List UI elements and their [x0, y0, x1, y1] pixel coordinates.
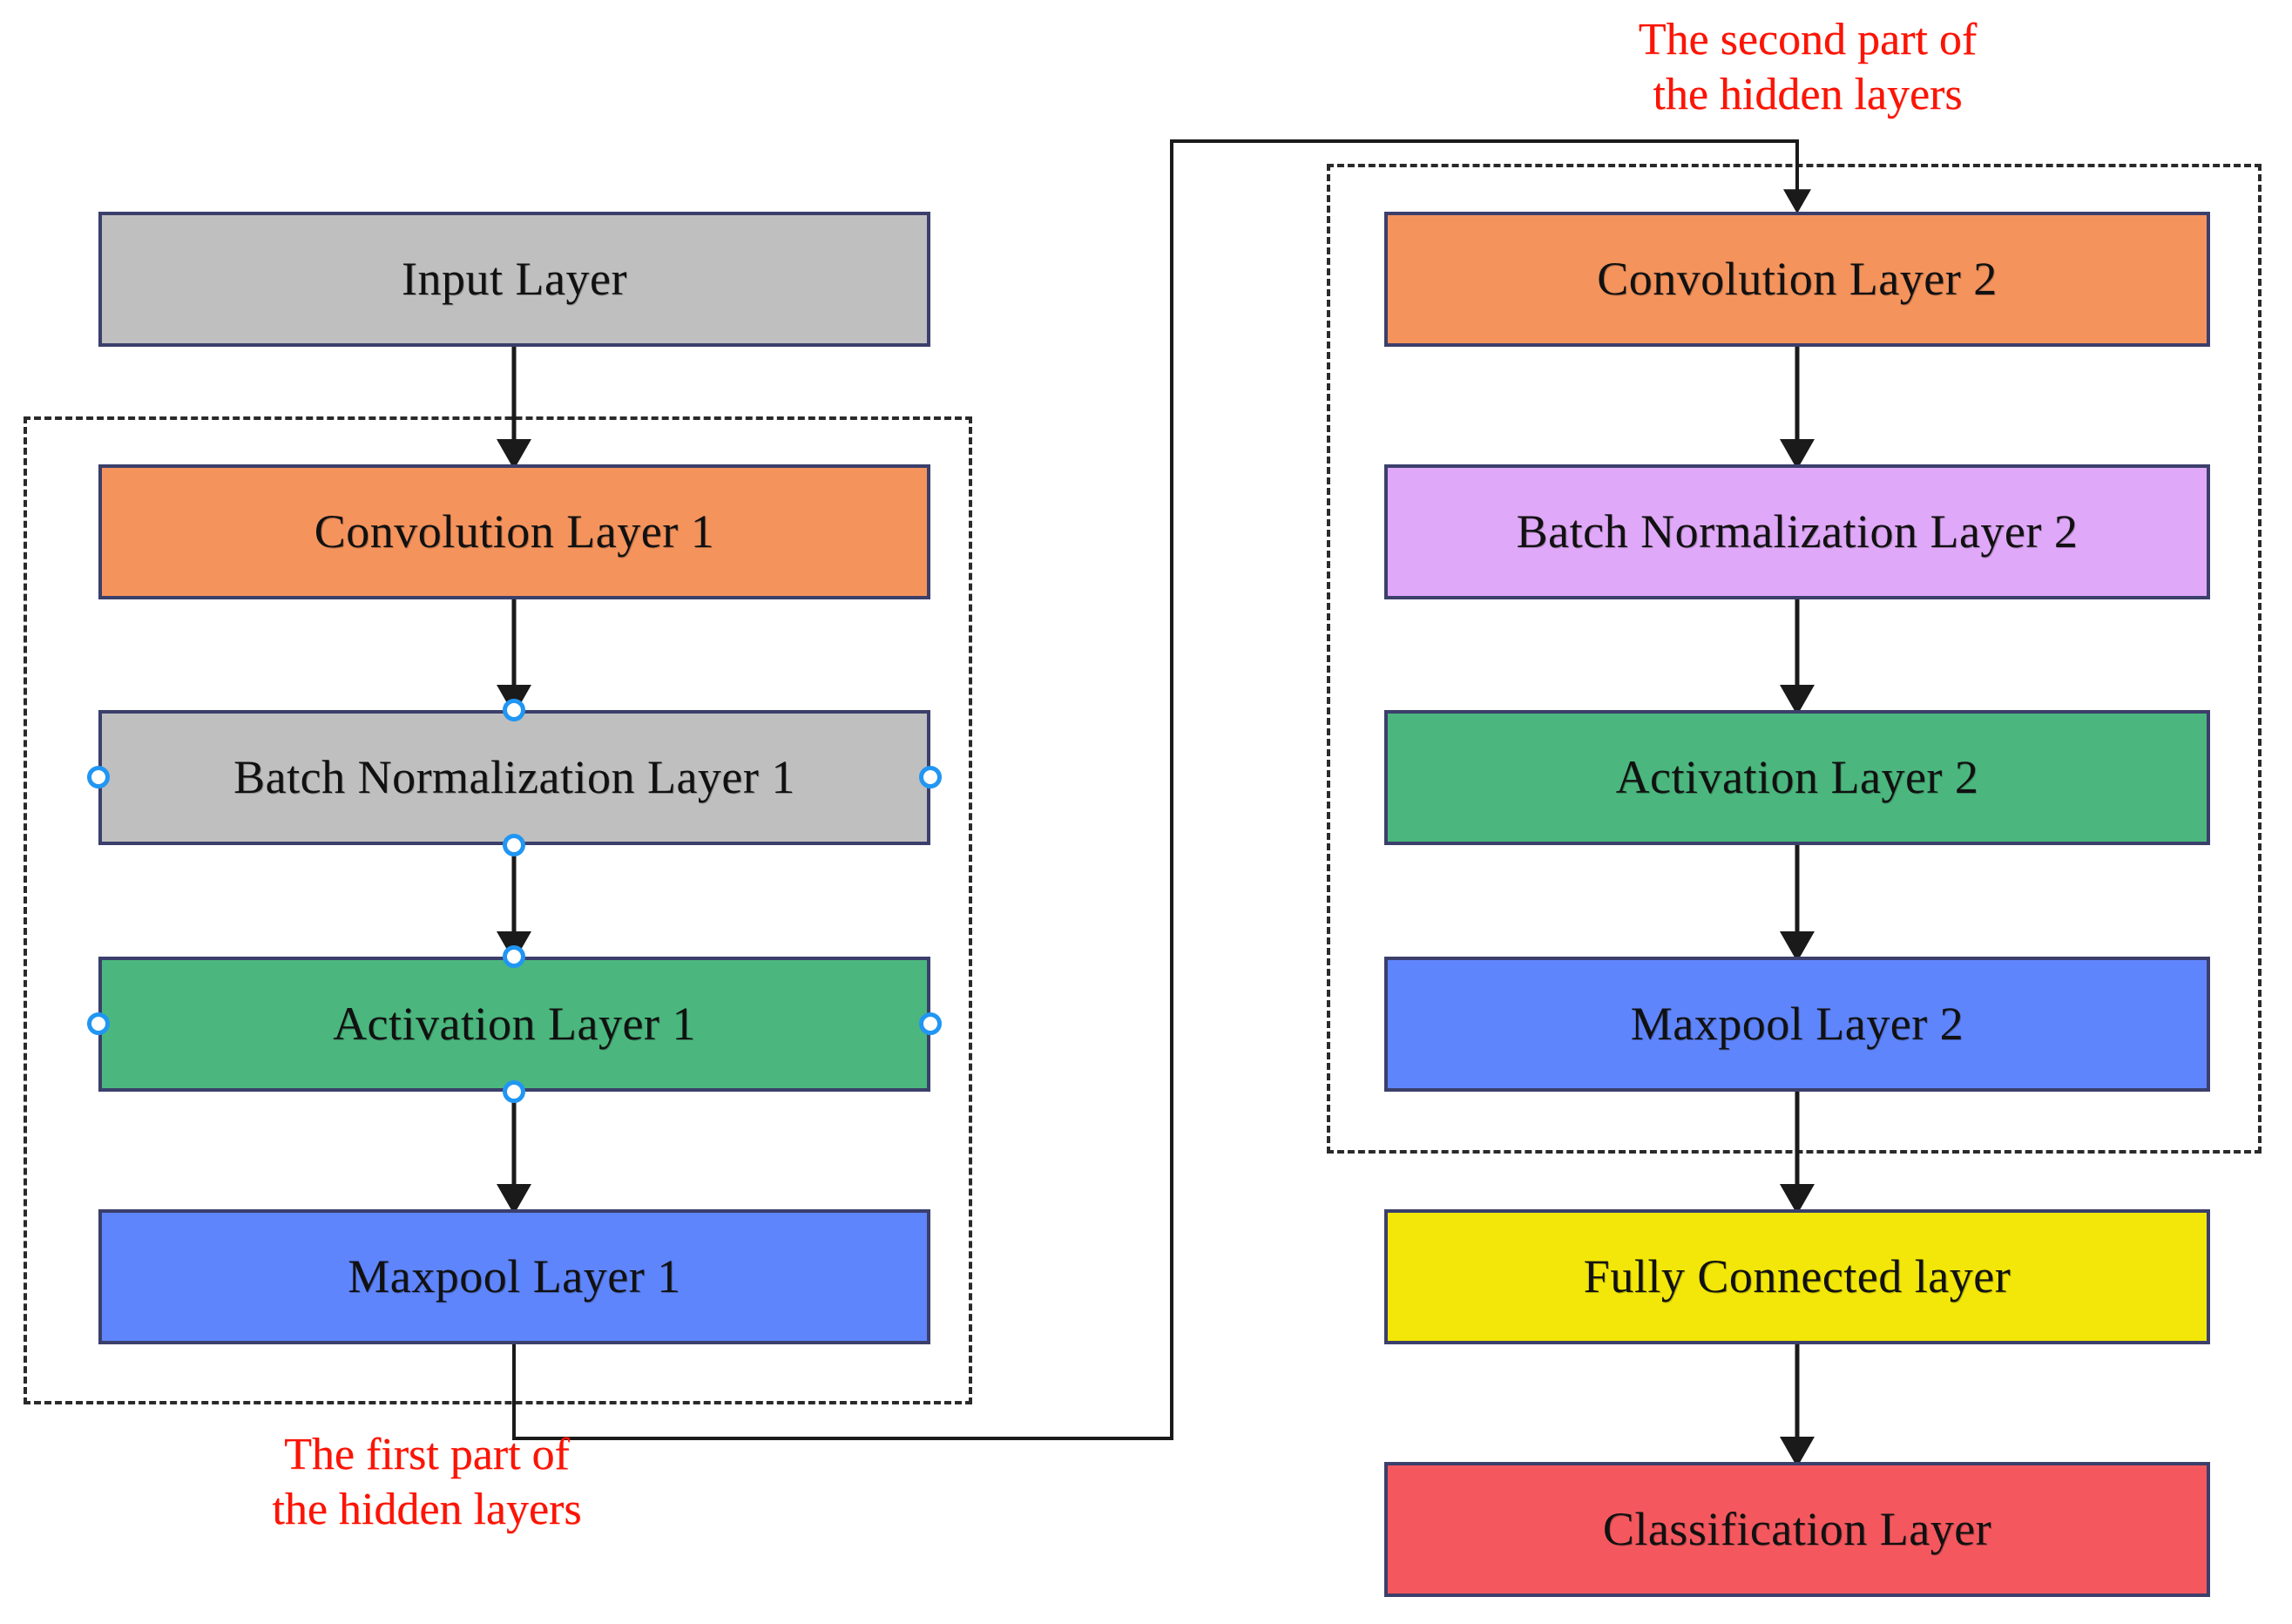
node-label: Fully Connected layer: [1583, 1249, 2011, 1303]
node-maxpool-layer-2[interactable]: Maxpool Layer 2: [1384, 957, 2210, 1092]
resize-handle-right[interactable]: [919, 1012, 942, 1035]
caption-second-hidden-part: The second part of the hidden layers: [1638, 15, 1978, 120]
node-label: Batch Normalization Layer 1: [233, 750, 795, 803]
caption-first-hidden-part: The first part of the hidden layers: [272, 1430, 582, 1535]
resize-handle-left[interactable]: [87, 766, 110, 788]
resize-handle-bottom[interactable]: [503, 834, 525, 856]
node-convolution-layer-2[interactable]: Convolution Layer 2: [1384, 212, 2210, 347]
resize-handle-left[interactable]: [87, 1012, 110, 1035]
node-label: Classification Layer: [1602, 1502, 1992, 1555]
node-activation-layer-2[interactable]: Activation Layer 2: [1384, 710, 2210, 845]
node-label: Batch Normalization Layer 2: [1516, 504, 2079, 558]
node-classification-layer[interactable]: Classification Layer: [1384, 1462, 2210, 1597]
node-label: Input Layer: [402, 252, 627, 305]
node-label: Convolution Layer 2: [1597, 252, 1998, 305]
resize-handle-top[interactable]: [503, 699, 525, 721]
node-maxpool-layer-1[interactable]: Maxpool Layer 1: [98, 1209, 930, 1344]
node-label: Maxpool Layer 1: [348, 1249, 681, 1303]
node-activation-layer-1[interactable]: Activation Layer 1: [98, 957, 930, 1092]
node-input-layer[interactable]: Input Layer: [98, 212, 930, 347]
node-label: Activation Layer 1: [333, 997, 696, 1050]
node-convolution-layer-1[interactable]: Convolution Layer 1: [98, 464, 930, 599]
resize-handle-bottom[interactable]: [503, 1080, 525, 1103]
node-fully-connected-layer[interactable]: Fully Connected layer: [1384, 1209, 2210, 1344]
node-batch-normalization-layer-2[interactable]: Batch Normalization Layer 2: [1384, 464, 2210, 599]
node-batch-normalization-layer-1[interactable]: Batch Normalization Layer 1: [98, 710, 930, 845]
node-label: Convolution Layer 1: [314, 504, 715, 558]
resize-handle-top[interactable]: [503, 945, 525, 968]
node-label: Activation Layer 2: [1615, 750, 1979, 803]
resize-handle-right[interactable]: [919, 766, 942, 788]
node-label: Maxpool Layer 2: [1630, 997, 1964, 1050]
